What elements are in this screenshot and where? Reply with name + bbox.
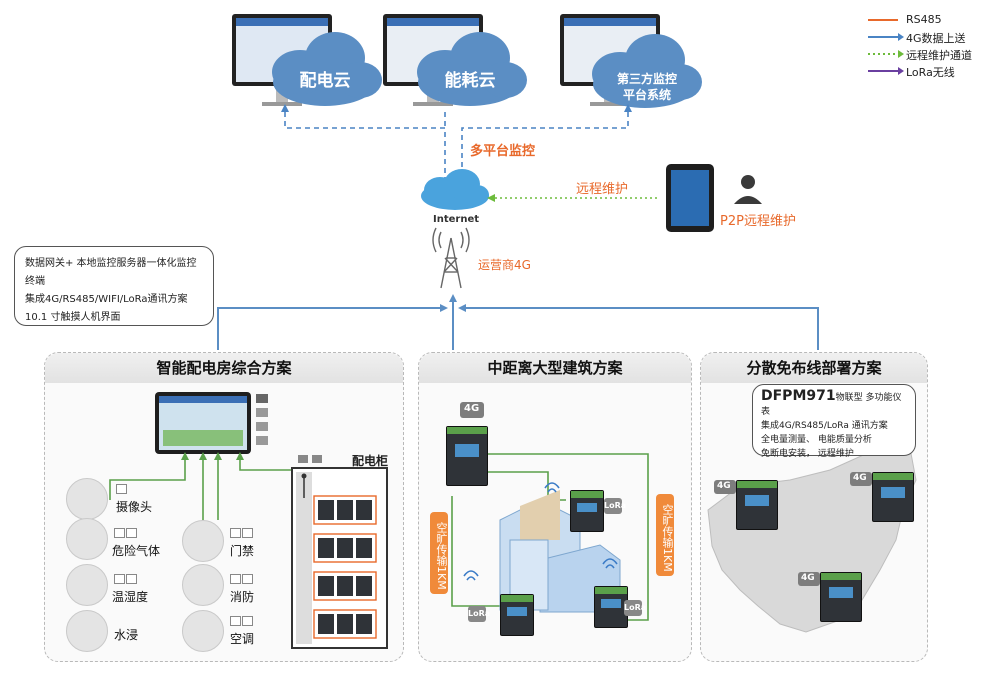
mid-gateway-device bbox=[446, 426, 488, 486]
left-info-bubble: 数据网关+ 本地监控服务器一体化监控终端 集成4G/RS485/WIFI/LoR… bbox=[14, 246, 214, 326]
panel-uplinks bbox=[217, 300, 819, 350]
right-model-line: DFPM971物联型 多功能仪表 bbox=[761, 389, 907, 419]
carrier-label: 运营商4G bbox=[478, 258, 531, 272]
internet-cloud-shape bbox=[421, 169, 489, 210]
right-meter-3 bbox=[820, 572, 862, 622]
gas-chip-icon-2 bbox=[126, 528, 137, 538]
tower-shape bbox=[432, 227, 470, 289]
sensor-gas-label: 危险气体 bbox=[112, 544, 161, 558]
cloud-third-label-2: 平台系统 bbox=[622, 88, 671, 102]
right-line3: 全电量测量、 电能质量分析 bbox=[761, 435, 872, 445]
aircon-chip-icon-2 bbox=[242, 616, 253, 626]
remote-maint-label: 远程维护 bbox=[576, 182, 629, 197]
right-meter-1 bbox=[736, 480, 778, 530]
transmit-tag-left: 空旷传输1KM bbox=[430, 512, 448, 594]
transmit-tag-right: 空旷传输1KM bbox=[656, 494, 674, 576]
model-name: DFPM971 bbox=[761, 388, 836, 404]
right-info-bubble: DFPM971物联型 多功能仪表 集成4G/RS485/LoRa 通讯方案 全电… bbox=[752, 384, 916, 459]
left-panel-title: 智能配电房综合方案 bbox=[45, 353, 403, 383]
cloud-third-label-1: 第三方监控 bbox=[616, 72, 677, 86]
cloud-uplinks bbox=[284, 112, 629, 178]
gas-sensor-icon bbox=[66, 518, 108, 560]
mid-meter-2 bbox=[500, 594, 534, 636]
legend-lora: LoRa无线 bbox=[906, 66, 955, 79]
bubble-left-line1: 数据网关+ 本地监控服务器一体化监控终端 bbox=[25, 258, 197, 287]
multi-platform-label: 多平台监控 bbox=[470, 144, 536, 159]
fire-chip-icon-2 bbox=[242, 574, 253, 584]
bubble-left-line3: 10.1 寸触摸人机界面 bbox=[25, 312, 121, 323]
camera-icon bbox=[66, 478, 108, 520]
lora-chip-1: LoRa bbox=[604, 498, 626, 514]
person-figure bbox=[734, 175, 762, 204]
cloud-third-shape bbox=[592, 34, 702, 108]
fire-sensor-icon bbox=[182, 564, 224, 606]
right-line4: 免断电安装， 远程维护 bbox=[761, 449, 854, 459]
aircon-icon bbox=[182, 610, 224, 652]
right-meter-2 bbox=[872, 472, 914, 522]
model-suffix: 物联型 多功能仪表 bbox=[761, 393, 902, 417]
mid-4g-badge: 4G bbox=[464, 403, 480, 414]
cabinet-label: 配电柜 bbox=[352, 454, 389, 468]
p2p-label: P2P远程维护 bbox=[720, 214, 796, 229]
internet-label: Internet bbox=[433, 214, 480, 225]
aircon-chip-icon bbox=[230, 616, 241, 626]
gas-chip-icon bbox=[114, 528, 125, 538]
water-sensor-icon bbox=[66, 610, 108, 652]
humidity-chip-icon bbox=[114, 574, 125, 584]
sensor-camera-label: 摄像头 bbox=[116, 500, 153, 514]
lora-chip-2: LoRa bbox=[468, 606, 490, 622]
humidity-chip-icon-2 bbox=[126, 574, 137, 584]
sensor-water-label: 水浸 bbox=[114, 628, 139, 642]
buildings-shape bbox=[499, 490, 621, 613]
camera-chip-icon bbox=[116, 484, 127, 494]
middle-panel-title: 中距离大型建筑方案 bbox=[419, 353, 691, 383]
cloud-peidian-shape bbox=[272, 32, 382, 106]
mid-meter-3 bbox=[594, 586, 628, 628]
cloud-nenghao-label: 能耗云 bbox=[444, 71, 496, 91]
door-chip-icon-2 bbox=[242, 528, 253, 538]
mid-meter-1 bbox=[570, 490, 604, 532]
sensor-humidity-label: 温湿度 bbox=[112, 590, 149, 604]
humidity-sensor-icon bbox=[66, 564, 108, 606]
tablet-device bbox=[666, 164, 714, 232]
right-line2: 集成4G/RS485/LoRa 通讯方案 bbox=[761, 421, 888, 431]
legend-4g: 4G数据上送 bbox=[906, 32, 966, 45]
right-4g-badge-3: 4G bbox=[801, 573, 815, 583]
sensor-door-label: 门禁 bbox=[230, 544, 255, 558]
legend-rs485: RS485 bbox=[906, 13, 942, 26]
bubble-left-line2: 集成4G/RS485/WIFI/LoRa通讯方案 bbox=[25, 294, 188, 305]
right-4g-badge-2: 4G bbox=[853, 473, 867, 483]
right-panel-title: 分散免布线部署方案 bbox=[701, 353, 927, 383]
right-4g-badge-1: 4G bbox=[717, 481, 731, 491]
sensor-fire-label: 消防 bbox=[230, 590, 255, 604]
cloud-peidian-label: 配电云 bbox=[299, 71, 351, 91]
door-sensor-icon bbox=[182, 520, 224, 562]
legend-remote: 远程维护通道 bbox=[906, 49, 972, 62]
cloud-nenghao-shape bbox=[417, 32, 527, 106]
sensor-aircon-label: 空调 bbox=[230, 632, 255, 646]
door-chip-icon bbox=[230, 528, 241, 538]
lora-chip-3: LoRa bbox=[624, 600, 646, 616]
fire-chip-icon bbox=[230, 574, 241, 584]
